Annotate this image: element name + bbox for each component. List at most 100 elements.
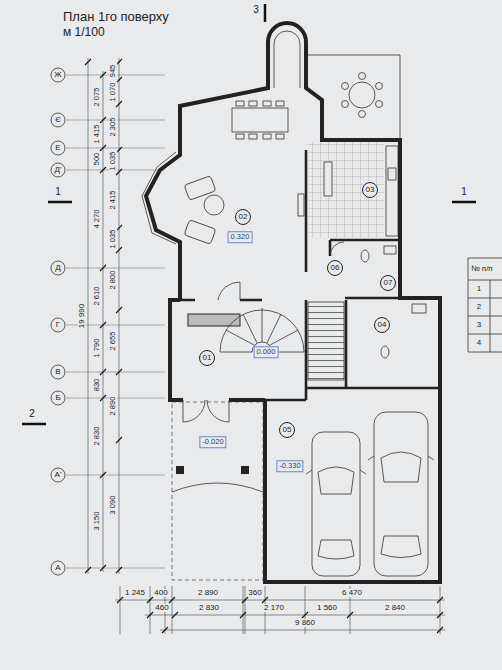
axis-bubble: [51, 261, 65, 275]
door-swing: [218, 242, 344, 300]
axis-letter: Д': [54, 166, 63, 174]
hall-wall: [170, 300, 265, 400]
dimension: 945: [109, 64, 117, 79]
kitchen-tiles: [308, 142, 384, 238]
axis-letter: В: [54, 368, 61, 376]
dimension: 1 790: [93, 338, 101, 359]
section-number: 1: [460, 187, 468, 197]
section-mark: [22, 4, 476, 424]
sanitary-fittings: [361, 246, 426, 358]
terrace-table: [342, 73, 383, 118]
closet: [188, 314, 240, 326]
dimension: 19 990: [78, 303, 86, 329]
dimension: 3 150: [93, 511, 101, 532]
dimension: 400: [153, 589, 168, 597]
room-number: 05: [279, 422, 295, 438]
door-swing: [183, 400, 229, 422]
axis-bubble: [51, 113, 65, 127]
dimension: 1 245: [124, 589, 146, 597]
car: [306, 432, 366, 576]
table-cell: 1: [476, 285, 482, 293]
dimension: 2 075: [93, 87, 101, 108]
table-header: № п/п: [470, 265, 494, 273]
room-number-text: 04: [378, 321, 387, 329]
room-number: 04: [374, 317, 390, 333]
dimension: 1 070: [109, 82, 117, 103]
car: [368, 412, 434, 576]
room-number-text: 05: [283, 426, 292, 434]
interior-wall: [180, 150, 440, 400]
axis-letter: А': [54, 471, 63, 479]
room-number-text: 06: [331, 264, 340, 272]
straight-stair: [308, 302, 344, 380]
dimension: 2 305: [109, 117, 117, 138]
axis-bubble: [51, 391, 65, 405]
dimension: 2 800: [109, 270, 117, 291]
level-mark: -0.330: [276, 460, 303, 472]
dimension: 3 090: [109, 495, 117, 516]
dining-table: [232, 101, 288, 139]
room-table: [468, 258, 502, 352]
living-furniture: [184, 176, 304, 245]
room-number-text: 03: [366, 186, 375, 194]
dimension: 2 830: [93, 426, 101, 447]
axis-letter: Б: [54, 394, 61, 402]
axis-letter: А: [54, 564, 61, 572]
dimension: 2 890: [197, 589, 219, 597]
dimension: 2 840: [384, 604, 406, 612]
axis-line: [66, 75, 165, 568]
room-number-text: 01: [203, 354, 212, 362]
axis-bubble: [51, 141, 65, 155]
dimension: 500: [93, 152, 101, 167]
dimension: 360: [247, 589, 262, 597]
axis-bubble: [51, 68, 65, 82]
porch: [172, 402, 263, 580]
dimension: 2 890: [109, 396, 117, 417]
room-number-text: 07: [384, 279, 393, 287]
room-number: 01: [199, 350, 215, 366]
axis-letter: Ж: [53, 71, 62, 79]
table-cell: 2: [476, 303, 482, 311]
axis-letter: Д: [54, 264, 61, 272]
dimension: 9 860: [294, 619, 316, 627]
dimension: 4 270: [93, 209, 101, 230]
dimension: 2 415: [109, 190, 117, 211]
room-number: 06: [327, 260, 343, 276]
section-number: 3: [252, 5, 260, 15]
dimension: 2 830: [198, 604, 220, 612]
level-mark: 0.000: [254, 346, 279, 358]
axis-bubble: [51, 468, 65, 482]
scale-note: м 1/100: [62, 26, 106, 38]
window-line: [142, 31, 300, 244]
dimension-grid: [51, 58, 445, 634]
dimension: 1 560: [316, 604, 338, 612]
outer-wall: [146, 23, 440, 582]
table-cell: 4: [476, 339, 482, 347]
level-mark: -0.020: [199, 436, 226, 448]
dimension: 1 035: [109, 151, 117, 172]
plan-title: План 1го поверху: [62, 10, 170, 23]
porch-arc: [172, 483, 263, 492]
table-cell: 3: [476, 321, 482, 329]
dimension: 2 170: [263, 604, 285, 612]
column: [241, 466, 249, 474]
kitchen-fittings: [324, 146, 398, 236]
room-number: 02: [235, 209, 251, 225]
section-number: 2: [28, 409, 36, 419]
dimension: 1 415: [93, 124, 101, 145]
axis-bubble: [51, 318, 65, 332]
terrace-edge: [306, 55, 400, 140]
room-number: 03: [362, 182, 378, 198]
dimension: 2 610: [93, 286, 101, 307]
dimension: 1 035: [109, 229, 117, 250]
axis-letter: Г: [55, 321, 61, 329]
axis-letter: Е: [54, 144, 61, 152]
level-mark: 0.320: [228, 231, 253, 243]
column: [176, 466, 184, 474]
dimension: 460: [154, 604, 169, 612]
room-number: 07: [380, 275, 396, 291]
axis-bubble: [51, 561, 65, 575]
